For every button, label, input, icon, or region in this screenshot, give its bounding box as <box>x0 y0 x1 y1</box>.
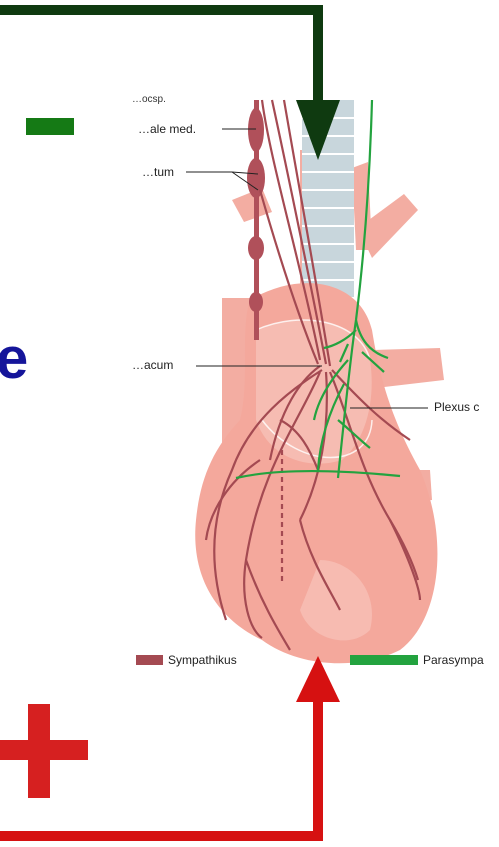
legend-label-sympathikus: Sympathikus <box>168 654 237 666</box>
legend-swatch-parasympa <box>350 655 418 665</box>
legend-label-parasympa: Parasympa <box>423 654 484 666</box>
label-stellatum: …tum <box>142 166 174 178</box>
sympathetic-chain <box>247 100 265 340</box>
label-cervicale-med: …ale med. <box>138 123 196 135</box>
plus-sign-icon <box>0 704 88 798</box>
label-plexus-cardiacus: Plexus c <box>434 401 479 413</box>
partial-heading-letter: e <box>0 330 28 388</box>
inhibitory-feedback-arrow <box>0 10 340 160</box>
legend-swatch-sympathikus <box>136 655 163 665</box>
minus-sign-icon <box>26 118 74 135</box>
label-partial-top: …ocsp. <box>132 95 166 105</box>
label-cardiacum: …acum <box>132 359 173 371</box>
